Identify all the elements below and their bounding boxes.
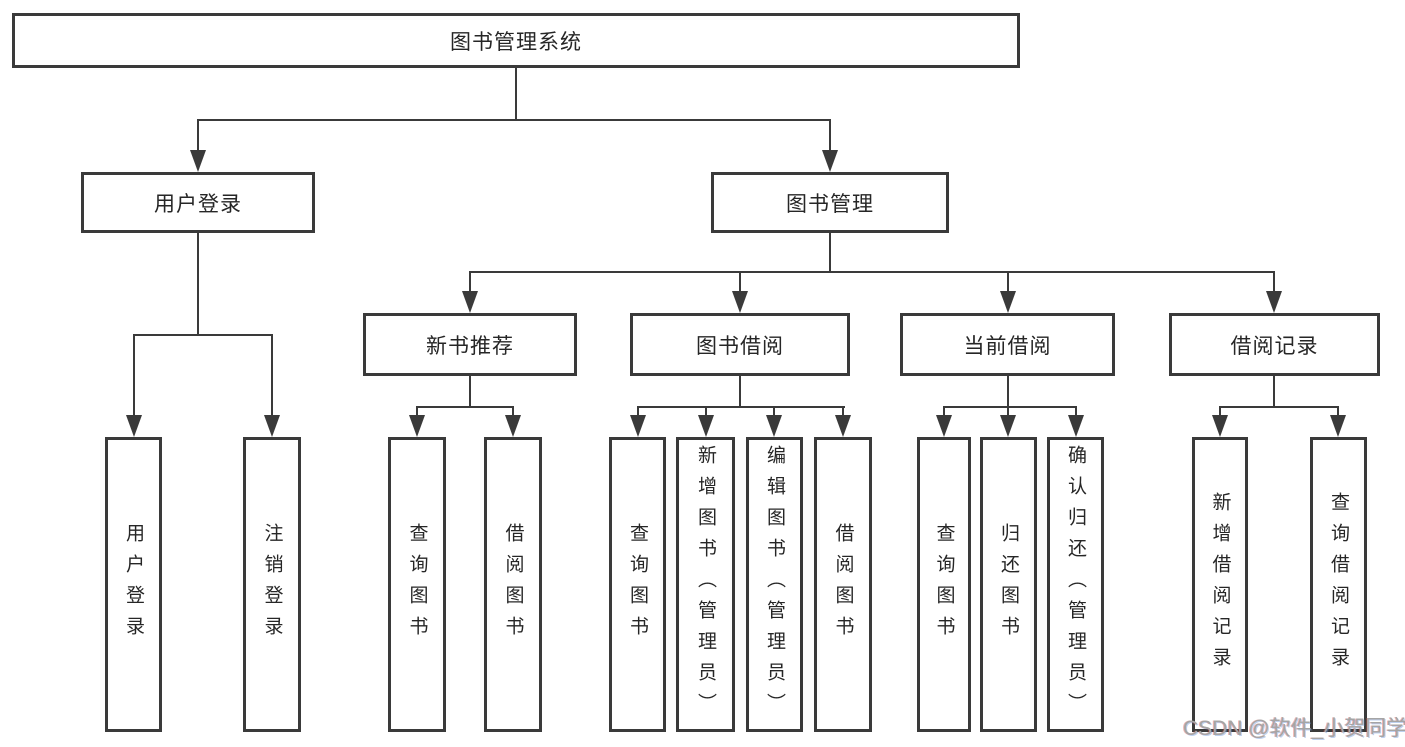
connector-drop — [842, 406, 844, 418]
connector-drop — [1337, 406, 1339, 418]
connector-drop — [773, 406, 775, 418]
node-new-book-recommend: 新书推荐 — [363, 313, 577, 376]
connector-login-split — [133, 334, 273, 336]
node-label: 当前借阅 — [963, 334, 1052, 358]
node-label: 图书借阅 — [696, 334, 784, 358]
node-borrow-records: 借阅记录 — [1169, 313, 1380, 376]
arrowhead-down-icon — [732, 291, 748, 313]
arrowhead-down-icon — [936, 415, 952, 437]
node-label: 图书管理系统 — [450, 30, 582, 54]
connector-drop-new-book — [469, 271, 471, 294]
arrowhead-down-icon — [1330, 415, 1346, 437]
connector-bor-split — [637, 406, 845, 408]
node-user-login: 用户登录 — [81, 172, 315, 233]
leaf-user-login: 用户登录 — [105, 437, 162, 732]
leaf-borrow-edit-books-admin: 编辑图书（管理员） — [746, 437, 803, 732]
connector-drop-user-login — [197, 119, 199, 153]
leaf-label: 用户登录 — [123, 522, 144, 647]
leaf-label: 确认归还（管理员） — [1065, 445, 1086, 724]
leaf-label: 查询图书 — [933, 522, 955, 647]
leaf-label: 查询图书 — [406, 522, 428, 647]
arrowhead-down-icon — [462, 291, 478, 313]
connector-drop — [943, 406, 945, 418]
node-label: 图书管理 — [786, 192, 874, 216]
connector-drop-borrow-records — [1273, 271, 1275, 294]
arrowhead-down-icon — [126, 415, 142, 437]
node-current-borrow: 当前借阅 — [900, 313, 1115, 376]
leaf-label: 编辑图书（管理员） — [764, 445, 785, 724]
connector-drop — [416, 406, 418, 418]
leaf-borrow-query-books: 查询图书 — [609, 437, 666, 732]
arrowhead-down-icon — [630, 415, 646, 437]
arrowhead-down-icon — [190, 150, 206, 172]
csdn-watermark: CSDN @软件_小贺同学 — [1183, 717, 1405, 740]
arrowhead-down-icon — [409, 415, 425, 437]
connector-recd-split — [1219, 406, 1339, 408]
arrowhead-down-icon — [835, 415, 851, 437]
connector-drop — [1219, 406, 1221, 418]
leaf-current-confirm-return-admin: 确认归还（管理员） — [1047, 437, 1104, 732]
leaf-logout-login: 注销登录 — [243, 437, 301, 732]
arrowhead-down-icon — [1212, 415, 1228, 437]
leaf-label: 新增借阅记录 — [1209, 491, 1231, 678]
connector-mgmt-split — [469, 271, 1275, 273]
leaf-records-add-borrow-record: 新增借阅记录 — [1192, 437, 1248, 732]
arrowhead-down-icon — [505, 415, 521, 437]
leaf-label: 借阅图书 — [832, 522, 854, 647]
leaf-borrow-add-books-admin: 新增图书（管理员） — [676, 437, 735, 732]
connector-drop — [1007, 406, 1009, 418]
leaf-recommend-borrow-books: 借阅图书 — [484, 437, 542, 732]
arrowhead-down-icon — [264, 415, 280, 437]
connector-rec-split — [416, 406, 514, 408]
arrowhead-down-icon — [1000, 291, 1016, 313]
node-label: 新书推荐 — [426, 334, 514, 358]
connector-login-stem — [197, 231, 199, 335]
connector-drop-current-borrow — [1007, 271, 1009, 294]
node-book-borrow: 图书借阅 — [630, 313, 850, 376]
connector-cur-split — [943, 406, 1077, 408]
leaf-label: 新增图书（管理员） — [695, 445, 716, 724]
leaf-label: 注销登录 — [261, 522, 283, 647]
leaf-label: 归还图书 — [998, 522, 1019, 647]
arrowhead-down-icon — [1000, 415, 1016, 437]
connector-drop-leaf-user-login — [133, 334, 135, 417]
connector-drop — [705, 406, 707, 418]
connector-drop — [1075, 406, 1077, 418]
arrowhead-down-icon — [1266, 291, 1282, 313]
connector-drop-leaf-logout — [271, 334, 273, 417]
node-library-management-system: 图书管理系统 — [12, 13, 1020, 68]
arrowhead-down-icon — [766, 415, 782, 437]
leaf-label: 查询借阅记录 — [1328, 491, 1349, 678]
leaf-current-query-books: 查询图书 — [917, 437, 971, 732]
connector-drop — [512, 406, 514, 418]
node-label: 借阅记录 — [1230, 334, 1319, 358]
node-book-management: 图书管理 — [711, 172, 949, 233]
connector-drop-book-borrow — [739, 271, 741, 294]
connector-drop-book-management — [829, 119, 831, 153]
connector-recd-stem — [1273, 374, 1275, 408]
connector-drop — [637, 406, 639, 418]
arrowhead-down-icon — [822, 150, 838, 172]
connector-cur-stem — [1007, 374, 1009, 408]
connector-root-split — [197, 119, 831, 121]
leaf-current-return-books: 归还图书 — [980, 437, 1037, 732]
leaf-recommend-query-books: 查询图书 — [388, 437, 446, 732]
arrowhead-down-icon — [698, 415, 714, 437]
arrowhead-down-icon — [1068, 415, 1084, 437]
leaf-borrow-borrow-books: 借阅图书 — [814, 437, 872, 732]
leaf-records-query-borrow-record: 查询借阅记录 — [1310, 437, 1367, 732]
connector-rec-stem — [469, 374, 471, 408]
connector-bor-stem — [739, 374, 741, 408]
leaf-label: 查询图书 — [627, 522, 648, 647]
node-label: 用户登录 — [154, 192, 242, 216]
leaf-label: 借阅图书 — [502, 522, 524, 647]
connector-root-stem — [515, 68, 517, 120]
connector-mgmt-stem — [829, 231, 831, 273]
